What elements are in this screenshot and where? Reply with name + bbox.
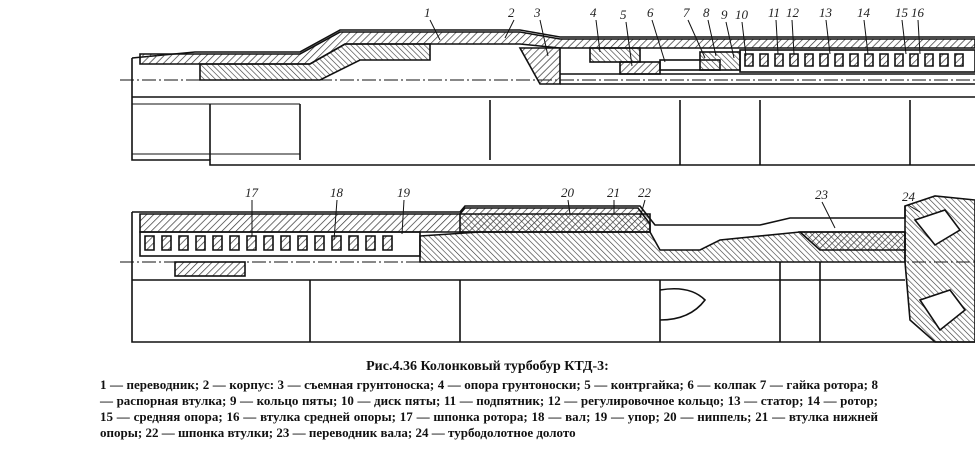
callout-17: 17 <box>245 185 259 200</box>
bottom-leaders <box>251 199 921 241</box>
callout-7: 7 <box>683 5 690 20</box>
callout-1: 1 <box>424 5 431 20</box>
top-assembly <box>120 29 975 166</box>
callout-10: 10 <box>735 7 749 22</box>
turbodrill-drawing: 1 2 3 4 5 6 7 8 9 10 11 12 13 14 15 16 <box>120 5 975 343</box>
callout-9: 9 <box>721 7 728 22</box>
callout-18: 18 <box>330 185 344 200</box>
callout-23: 23 <box>815 187 829 202</box>
callout-3: 3 <box>533 5 541 20</box>
callout-20: 20 <box>561 185 575 200</box>
callout-2: 2 <box>508 5 515 20</box>
callout-12: 12 <box>786 5 800 20</box>
drill-bit <box>904 195 975 343</box>
callout-6: 6 <box>647 5 654 20</box>
legend-text: 1 — переводник; 2 — корпус: 3 — съемная … <box>100 377 878 440</box>
bottom-callouts: 17 18 19 20 21 22 23 24 <box>245 185 916 204</box>
stator-rotor-stack-bottom <box>139 231 421 257</box>
top-leaders <box>429 19 921 67</box>
callout-8: 8 <box>703 5 710 20</box>
figure-caption-legend: 1 — переводник; 2 — корпус: 3 — съемная … <box>100 377 878 441</box>
callout-11: 11 <box>768 5 780 20</box>
callout-24: 24 <box>902 189 916 204</box>
callout-19: 19 <box>397 185 411 200</box>
callout-5: 5 <box>620 7 627 22</box>
callout-15: 15 <box>895 5 909 20</box>
callout-13: 13 <box>819 5 833 20</box>
callout-4: 4 <box>590 5 597 20</box>
stator-rotor-stack-top <box>739 49 975 73</box>
callout-16: 16 <box>911 5 925 20</box>
callout-22: 22 <box>638 185 652 200</box>
legend-text-cut: переводник вала; 24 — турбодолотное доло… <box>308 425 576 440</box>
figure-caption-title: Рис.4.36 Колонковый турбобур КТД-3: <box>366 359 609 374</box>
callout-14: 14 <box>857 5 871 20</box>
callout-21: 21 <box>607 185 620 200</box>
bottom-assembly <box>120 195 975 343</box>
top-callouts: 1 2 3 4 5 6 7 8 9 10 11 12 13 14 15 16 <box>424 5 925 22</box>
